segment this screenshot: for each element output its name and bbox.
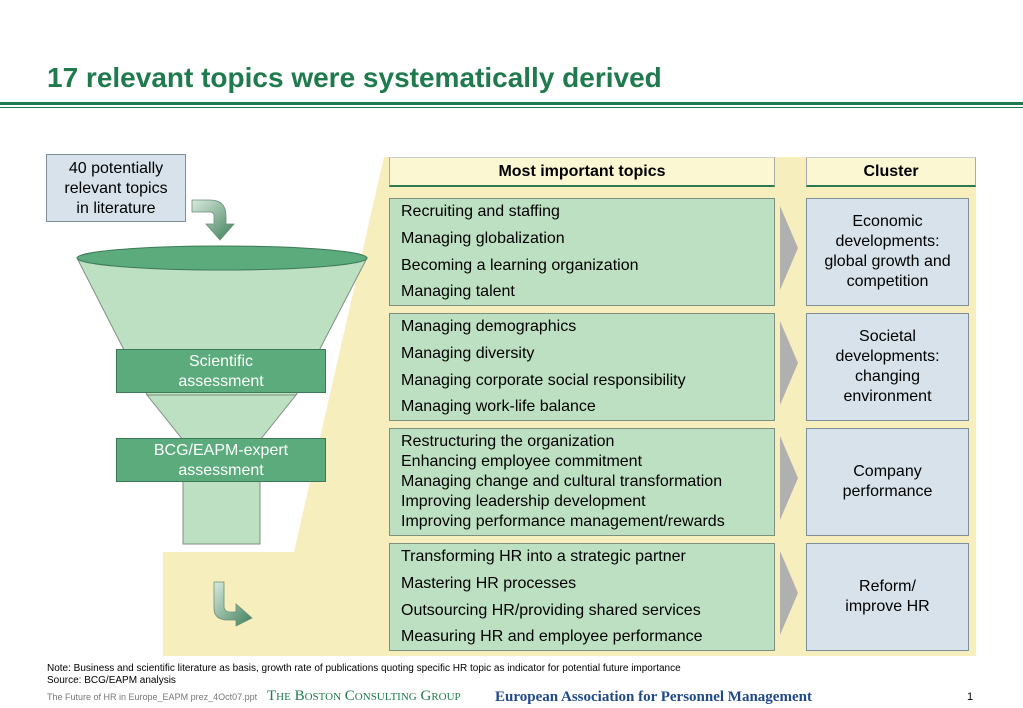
bcg-logo-text: The Boston Consulting Group bbox=[267, 688, 461, 704]
cluster-line: developments: bbox=[835, 348, 940, 365]
topic-group-societal: Managing demographics Managing diversity… bbox=[389, 313, 775, 421]
topic-group-economic: Recruiting and staffing Managing globali… bbox=[389, 198, 775, 306]
chevron-right-icon bbox=[780, 206, 798, 290]
footer-filename: The Future of HR in Europe_EAPM prez_4Oc… bbox=[47, 692, 258, 702]
footnote-note: Note: Business and scientific literature… bbox=[47, 663, 681, 674]
topic-group-reform: Transforming HR into a strategic partner… bbox=[389, 543, 775, 651]
topic-item: Outsourcing HR/providing shared services bbox=[401, 601, 701, 619]
topic-item: Enhancing employee commitment bbox=[401, 453, 643, 470]
topic-item: Transforming HR into a strategic partner bbox=[401, 548, 686, 565]
stage-line: assessment bbox=[178, 373, 264, 390]
topic-item: Measuring HR and employee performance bbox=[401, 628, 703, 646]
curved-right-arrow-icon bbox=[213, 581, 253, 627]
cluster-line: changing bbox=[855, 368, 920, 385]
cluster-line: developments: bbox=[835, 233, 940, 250]
topic-item: Recruiting and staffing bbox=[401, 203, 560, 220]
header-cluster: Cluster bbox=[806, 157, 976, 187]
curved-down-arrow-icon bbox=[191, 199, 235, 241]
stage-line: Scientific bbox=[188, 353, 254, 370]
cluster-reform: Reform/ improve HR bbox=[806, 543, 969, 651]
topic-item: Mastering HR processes bbox=[401, 574, 577, 592]
stage-line: assessment bbox=[178, 462, 264, 479]
funnel-taper bbox=[145, 394, 298, 441]
cluster-line: Reform/ bbox=[859, 578, 916, 595]
literature-source-box: 40 potentially relevant topics in litera… bbox=[46, 154, 186, 222]
title-rule-thin bbox=[0, 107, 1023, 108]
topic-item: Restructuring the organization bbox=[401, 433, 615, 450]
topic-item: Managing globalization bbox=[401, 229, 565, 247]
chevron-right-icon bbox=[780, 551, 798, 635]
topic-item: Managing work-life balance bbox=[401, 398, 596, 416]
footnote-source: Source: BCG/EAPM analysis bbox=[47, 675, 176, 686]
funnel-rim bbox=[76, 245, 368, 271]
eapm-logo-text: European Association for Personnel Manag… bbox=[495, 689, 812, 705]
source-line: relevant topics bbox=[64, 180, 168, 197]
chevron-right-icon bbox=[780, 436, 798, 520]
cluster-line: Societal bbox=[859, 328, 916, 345]
topic-group-company: Restructuring the organization Enhancing… bbox=[389, 428, 775, 536]
cluster-line: competition bbox=[846, 273, 929, 290]
title-rule bbox=[0, 102, 1023, 105]
topic-item: Improving performance management/rewards bbox=[401, 513, 725, 530]
page-number: 1 bbox=[967, 691, 974, 703]
topic-item: Managing corporate social responsibility bbox=[401, 371, 686, 389]
page-title: 17 relevant topics were systematically d… bbox=[47, 62, 662, 93]
topic-item: Improving leadership development bbox=[401, 493, 646, 510]
stage-line: BCG/EAPM-expert bbox=[153, 442, 289, 459]
stage-expert-assessment: BCG/EAPM-expert assessment bbox=[116, 438, 326, 482]
source-line: 40 potentially bbox=[68, 160, 164, 177]
cluster-economic: Economic developments: global growth and… bbox=[806, 198, 969, 306]
cluster-line: environment bbox=[843, 388, 932, 405]
chevron-right-icon bbox=[780, 321, 798, 405]
topic-item: Managing diversity bbox=[401, 344, 535, 362]
header-most-important-topics: Most important topics bbox=[389, 157, 775, 187]
cluster-line: performance bbox=[842, 483, 933, 500]
cluster-line: global growth and bbox=[824, 253, 951, 270]
source-line: in literature bbox=[76, 200, 156, 217]
topic-item: Managing talent bbox=[401, 283, 515, 301]
cluster-societal: Societal developments: changing environm… bbox=[806, 313, 969, 421]
topic-item: Managing change and cultural transformat… bbox=[401, 473, 723, 490]
chevron-column bbox=[780, 206, 798, 635]
stage-scientific-assessment: Scientific assessment bbox=[116, 349, 326, 393]
cluster-line: improve HR bbox=[845, 598, 930, 615]
cluster-company: Company performance bbox=[806, 428, 969, 536]
topic-item: Becoming a learning organization bbox=[401, 256, 639, 274]
cluster-line: Economic bbox=[852, 213, 923, 230]
topic-item: Managing demographics bbox=[401, 318, 577, 335]
cluster-line: Company bbox=[853, 463, 922, 480]
